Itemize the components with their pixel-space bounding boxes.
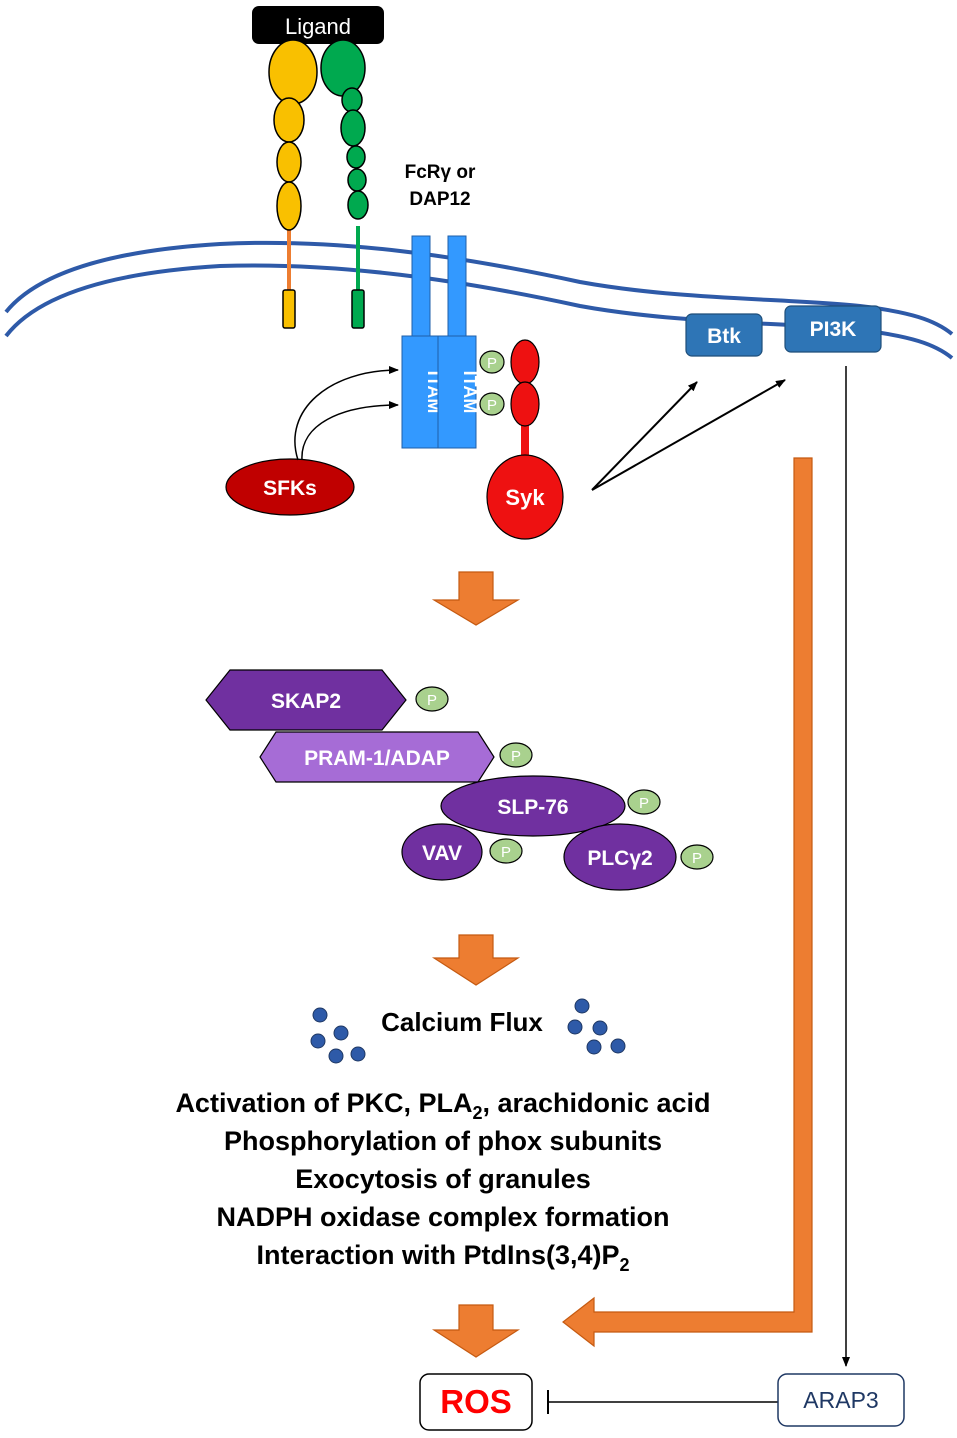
itam-chain-right: ITAM bbox=[437, 235, 480, 449]
arap3-inhibition bbox=[547, 1390, 778, 1414]
svg-text:P: P bbox=[639, 795, 649, 812]
effect-line-1: Activation of PKC, PLA2, arachidonic aci… bbox=[175, 1088, 710, 1123]
pi3k-label: PI3K bbox=[810, 318, 857, 341]
svg-text:P: P bbox=[487, 355, 497, 372]
btk-kinase: Btk bbox=[685, 313, 763, 357]
plcg2-label: PLCγ2 bbox=[587, 847, 652, 870]
vav-protein: VAV bbox=[401, 823, 483, 881]
itam-phospho-top: P bbox=[479, 350, 505, 374]
pram1-adaptor: PRAM-1/ADAP bbox=[259, 731, 495, 783]
arap3-box: ARAP3 bbox=[777, 1373, 905, 1427]
slp76-label: SLP-76 bbox=[497, 796, 568, 819]
vav-phospho: P bbox=[489, 838, 523, 864]
pi3k-kinase: PI3K bbox=[784, 305, 882, 353]
btk-label: Btk bbox=[707, 325, 741, 348]
itam-right-label: ITAM bbox=[460, 371, 480, 414]
calcium-flux-label: Calcium Flux bbox=[381, 1007, 543, 1037]
effect-line-2: Phosphorylation of phox subunits bbox=[224, 1126, 662, 1156]
effect-line-3: Exocytosis of granules bbox=[295, 1164, 591, 1194]
pram1-phospho: P bbox=[499, 742, 533, 768]
fcr-label-line1: FcRγ or bbox=[405, 162, 476, 183]
skap2-label: SKAP2 bbox=[271, 690, 341, 713]
svg-text:P: P bbox=[501, 844, 511, 861]
block-arrow-1 bbox=[431, 571, 521, 626]
effect-line-4: NADPH oxidase complex formation bbox=[216, 1202, 669, 1232]
calcium-dots-right bbox=[567, 998, 626, 1055]
slp76-phospho: P bbox=[627, 789, 661, 815]
plcg2-protein: PLCγ2 bbox=[563, 823, 677, 891]
ros-label: ROS bbox=[440, 1383, 512, 1420]
calcium-dots-left bbox=[310, 1007, 366, 1064]
block-arrow-3 bbox=[431, 1304, 521, 1358]
sfk-arrows bbox=[294, 366, 399, 461]
arap3-label: ARAP3 bbox=[803, 1387, 878, 1413]
syk-arrows bbox=[591, 379, 786, 491]
effect-line-5: Interaction with PtdIns(3,4)P2 bbox=[256, 1240, 629, 1275]
pram1-label: PRAM-1/ADAP bbox=[304, 747, 450, 770]
skap2-adaptor: SKAP2 bbox=[205, 669, 407, 731]
sfks-kinase: SFKs bbox=[225, 458, 355, 516]
downstream-effects: Activation of PKC, PLA2, arachidonic aci… bbox=[175, 1088, 710, 1275]
sfks-label: SFKs bbox=[263, 477, 317, 500]
svg-text:P: P bbox=[511, 748, 521, 765]
pi3k-to-ros-orange-arrow bbox=[562, 457, 813, 1348]
svg-text:P: P bbox=[487, 397, 497, 414]
green-receptor-chain bbox=[320, 39, 369, 329]
slp76-adaptor: SLP-76 bbox=[440, 775, 626, 837]
fcr-label-line2: DAP12 bbox=[409, 189, 470, 210]
itam-phospho-bottom: P bbox=[479, 392, 505, 416]
vav-label: VAV bbox=[422, 842, 462, 865]
yellow-receptor-chain bbox=[268, 39, 318, 329]
ligand-label: Ligand bbox=[285, 14, 351, 39]
ligand-box: Ligand bbox=[252, 6, 384, 44]
plcg2-phospho: P bbox=[680, 844, 714, 870]
syk-label: Syk bbox=[505, 485, 545, 510]
block-arrow-2 bbox=[431, 934, 521, 986]
syk-kinase: Syk bbox=[486, 339, 564, 540]
svg-text:P: P bbox=[427, 692, 437, 709]
ros-box: ROS bbox=[419, 1373, 533, 1431]
svg-text:P: P bbox=[692, 850, 702, 867]
skap2-phospho: P bbox=[415, 686, 449, 712]
